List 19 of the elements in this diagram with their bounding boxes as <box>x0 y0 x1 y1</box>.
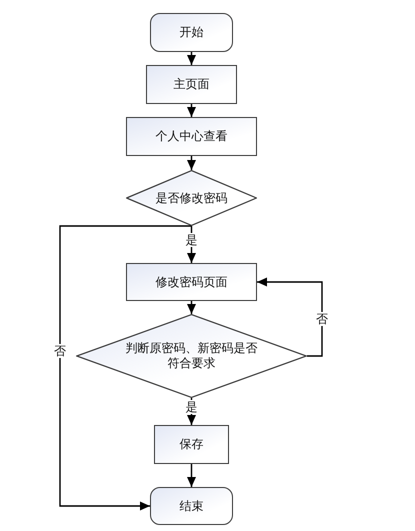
edge-label: 是 <box>184 400 198 414</box>
arrow <box>187 156 196 170</box>
decision-diamond: 判断原密码、新密码是否符合要求 <box>76 314 307 398</box>
process-box: 修改密码页面 <box>126 263 257 301</box>
arrow <box>187 104 196 117</box>
process-box: 个人中心查看 <box>126 117 257 156</box>
edge-label: 否 <box>53 344 67 358</box>
arrow <box>59 225 192 510</box>
arrow <box>187 52 196 65</box>
decision-diamond: 是否修改密码 <box>126 170 257 226</box>
terminal-box: 结束 <box>150 487 233 525</box>
edge-label: 否 <box>315 312 329 326</box>
arrow <box>257 278 323 357</box>
edge-label: 是 <box>184 232 198 246</box>
arrow <box>187 464 196 487</box>
process-box: 保存 <box>154 425 229 464</box>
arrow <box>187 301 196 314</box>
terminal-box: 开始 <box>150 13 233 52</box>
process-box: 主页面 <box>146 65 237 104</box>
